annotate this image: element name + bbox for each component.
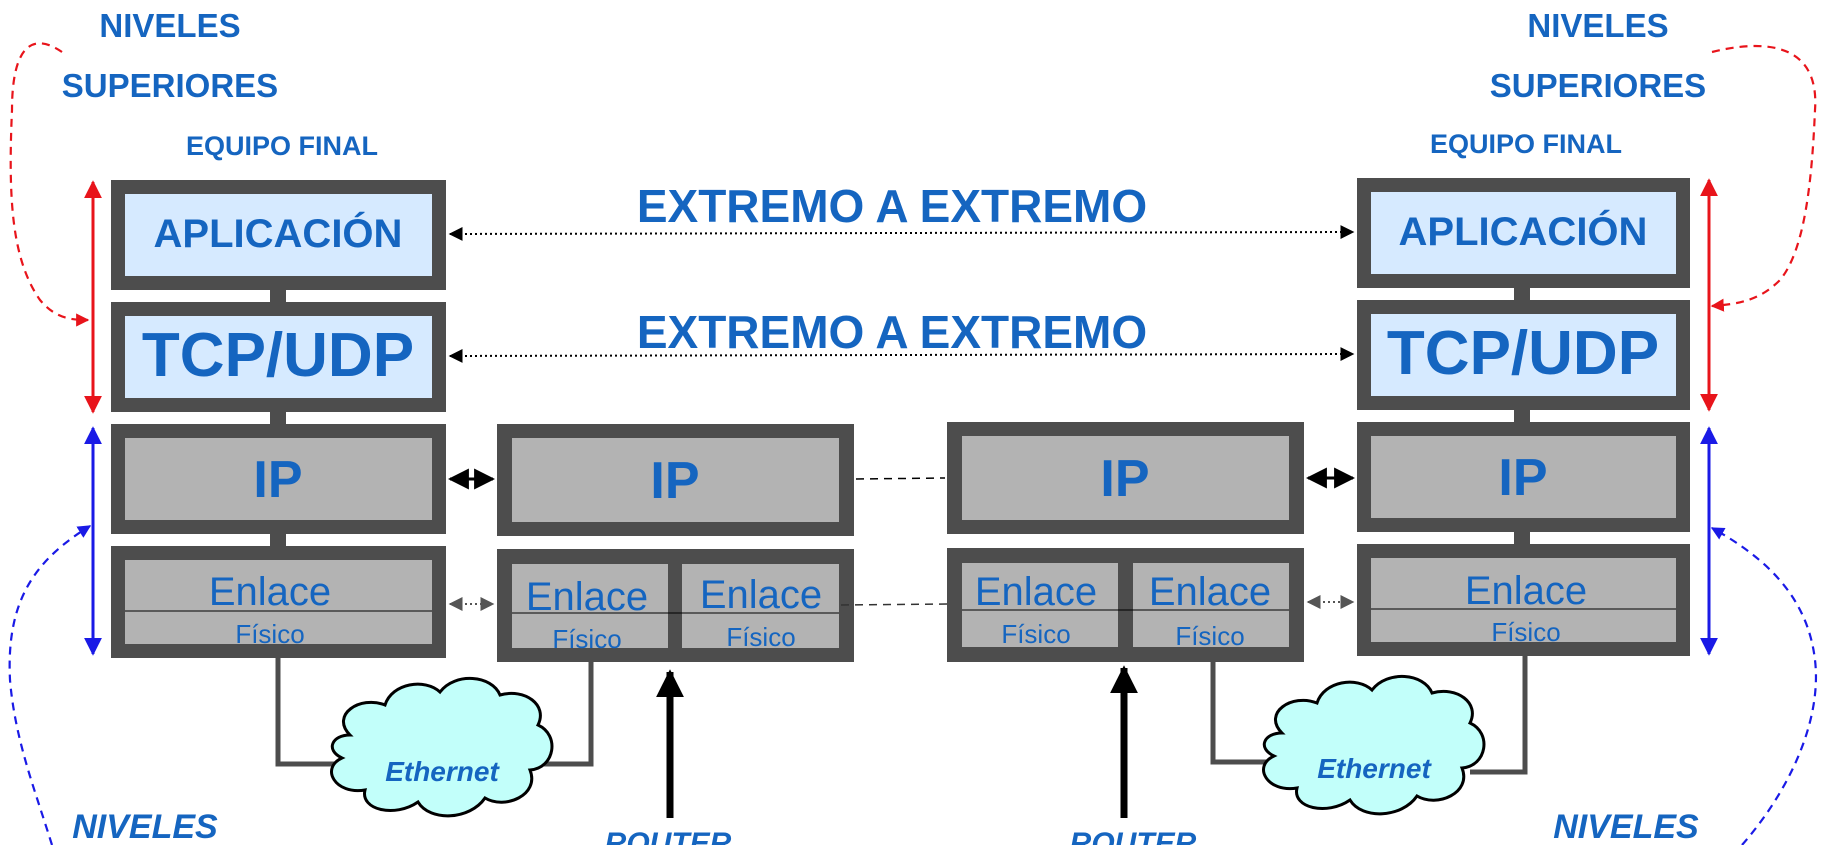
- right-transport-label: TCP/UDP: [1387, 319, 1659, 388]
- left-application-label: APLICACIÓN: [154, 210, 403, 256]
- right-router-link-a: Enlace: [975, 570, 1097, 614]
- router-right-label: ROUTER: [1070, 827, 1197, 845]
- right-router-ip-label: IP: [1100, 450, 1149, 508]
- left-router-ip-label: IP: [650, 452, 699, 510]
- upper-levels-right-line1: NIVELES: [1527, 7, 1668, 44]
- upper-levels-left-connector: [9, 42, 90, 327]
- upper-levels-left-line2: SUPERIORES: [62, 67, 278, 104]
- right-router-physical-b: Físico: [1175, 621, 1244, 651]
- right-physical-label: Físico: [1491, 617, 1560, 647]
- end-device-right-label: EQUIPO FINAL: [1430, 129, 1622, 159]
- right-application-label: APLICACIÓN: [1399, 208, 1648, 254]
- left-physical-label: Físico: [235, 619, 304, 649]
- upper-levels-left-line1: NIVELES: [99, 7, 240, 44]
- left-end-device: APLICACIÓN TCP/UDP IP Enlace Físico: [111, 180, 446, 658]
- left-ip-label: IP: [253, 451, 302, 509]
- left-ethernet-label: Ethernet: [385, 756, 500, 787]
- cables: [275, 656, 1528, 775]
- right-ip-label: IP: [1498, 449, 1547, 507]
- upper-levels-right-connector: [1710, 44, 1817, 312]
- end-device-left-label: EQUIPO FINAL: [186, 131, 378, 161]
- right-link-label: Enlace: [1465, 569, 1587, 613]
- ip-router-dashed: [855, 477, 946, 480]
- lower-levels-right-label: NIVELES: [1553, 808, 1699, 845]
- left-router-physical-a: Físico: [552, 624, 621, 654]
- upper-levels-right-line2: SUPERIORES: [1490, 67, 1706, 104]
- right-router-link-b: Enlace: [1149, 570, 1271, 614]
- right-end-device: APLICACIÓN TCP/UDP IP Enlace Físico: [1357, 178, 1690, 656]
- end-to-end-label-application: EXTREMO A EXTREMO: [637, 180, 1147, 232]
- left-link-label: Enlace: [209, 570, 331, 614]
- right-ethernet-label: Ethernet: [1317, 753, 1432, 784]
- lower-levels-left-connector: [8, 525, 92, 845]
- left-transport-label: TCP/UDP: [142, 321, 414, 390]
- left-router-link-b: Enlace: [700, 573, 822, 617]
- right-router-physical-a: Físico: [1001, 619, 1070, 649]
- link-router-dashed: [840, 603, 948, 606]
- lower-levels-left-label: NIVELES: [72, 808, 218, 845]
- lower-levels-right-connector: [1710, 527, 1817, 845]
- left-router: IP Enlace Físico Enlace Físico: [497, 424, 854, 662]
- peer-arrows: [447, 225, 1356, 611]
- right-router: IP Enlace Físico Enlace Físico: [947, 422, 1304, 662]
- left-router-link-a: Enlace: [526, 575, 648, 619]
- transport-peer-arrow: [448, 347, 1355, 363]
- right-ethernet-cloud: Ethernet: [1262, 675, 1486, 816]
- application-peer-arrow: [448, 225, 1355, 241]
- router-left-label: ROUTER: [605, 827, 732, 845]
- left-ethernet-cloud: Ethernet: [330, 677, 554, 818]
- left-router-physical-b: Físico: [726, 622, 795, 652]
- end-to-end-label-transport: EXTREMO A EXTREMO: [637, 306, 1147, 358]
